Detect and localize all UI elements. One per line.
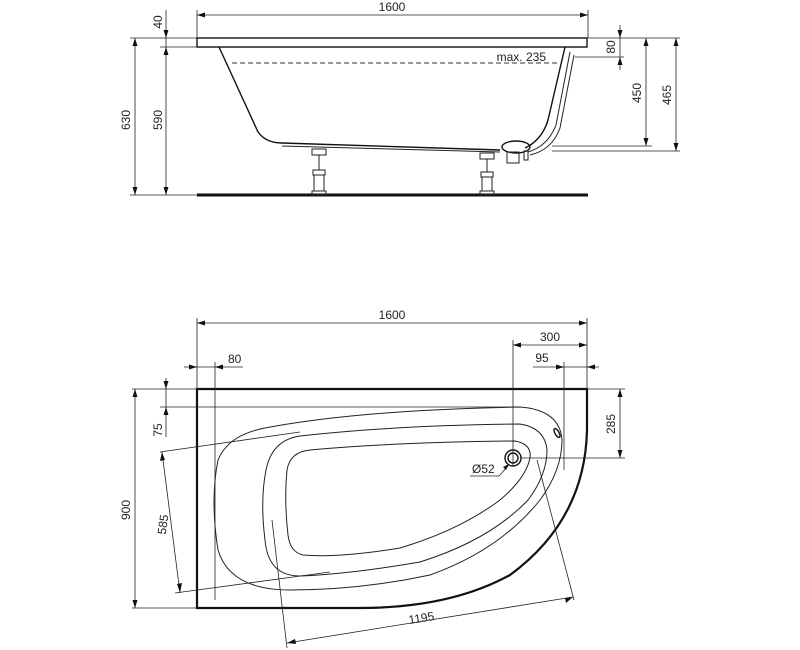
tub-rim xyxy=(196,37,588,48)
drain-cap xyxy=(501,140,531,154)
dim-inner-depth: 465 xyxy=(660,85,674,105)
dim-inner-length: 1195 xyxy=(408,609,436,627)
middle-basin-line xyxy=(262,423,548,577)
overflow-pipe-outer xyxy=(529,54,575,156)
tub-bottom xyxy=(281,145,501,153)
drain-diameter-label: Ø52 xyxy=(472,462,495,476)
overflow-pipe xyxy=(527,51,571,153)
dim-height-590: 590 xyxy=(151,110,165,130)
dim-inner-width: 585 xyxy=(155,513,172,535)
dim-height-630: 630 xyxy=(119,110,133,130)
dim-plan-length: 1600 xyxy=(379,308,406,322)
drain-body xyxy=(506,151,520,164)
dim-side-length: 1600 xyxy=(379,0,406,14)
plan-view: Ø52 1600 80 300 95 285 xyxy=(119,308,625,649)
tub-outline xyxy=(195,387,589,610)
max-water-label: max. 235 xyxy=(497,50,547,64)
dim-overflow-offset: 80 xyxy=(604,40,618,54)
leg-left xyxy=(311,148,327,196)
dim-rim-thickness: 40 xyxy=(151,15,165,29)
tub-body-left xyxy=(218,46,501,151)
dim-drain-from-top: 285 xyxy=(604,414,618,434)
outer-basin-line xyxy=(213,406,563,591)
dim-drain-from-right: 300 xyxy=(540,330,560,344)
side-view: 1600 40 590 630 max. 235 80 450 465 xyxy=(119,0,680,197)
dim-rim-top: 75 xyxy=(151,423,165,437)
leg-right xyxy=(479,152,495,196)
drain-fitting xyxy=(523,150,529,161)
dim-overflow-height: 450 xyxy=(630,83,644,103)
inner-basin-line xyxy=(285,440,531,557)
tub-body-right xyxy=(524,46,566,149)
dim-rim-right: 95 xyxy=(535,351,549,365)
dim-width: 900 xyxy=(119,500,133,520)
dim-rim-left: 80 xyxy=(228,352,242,366)
overflow-slot xyxy=(553,427,561,439)
